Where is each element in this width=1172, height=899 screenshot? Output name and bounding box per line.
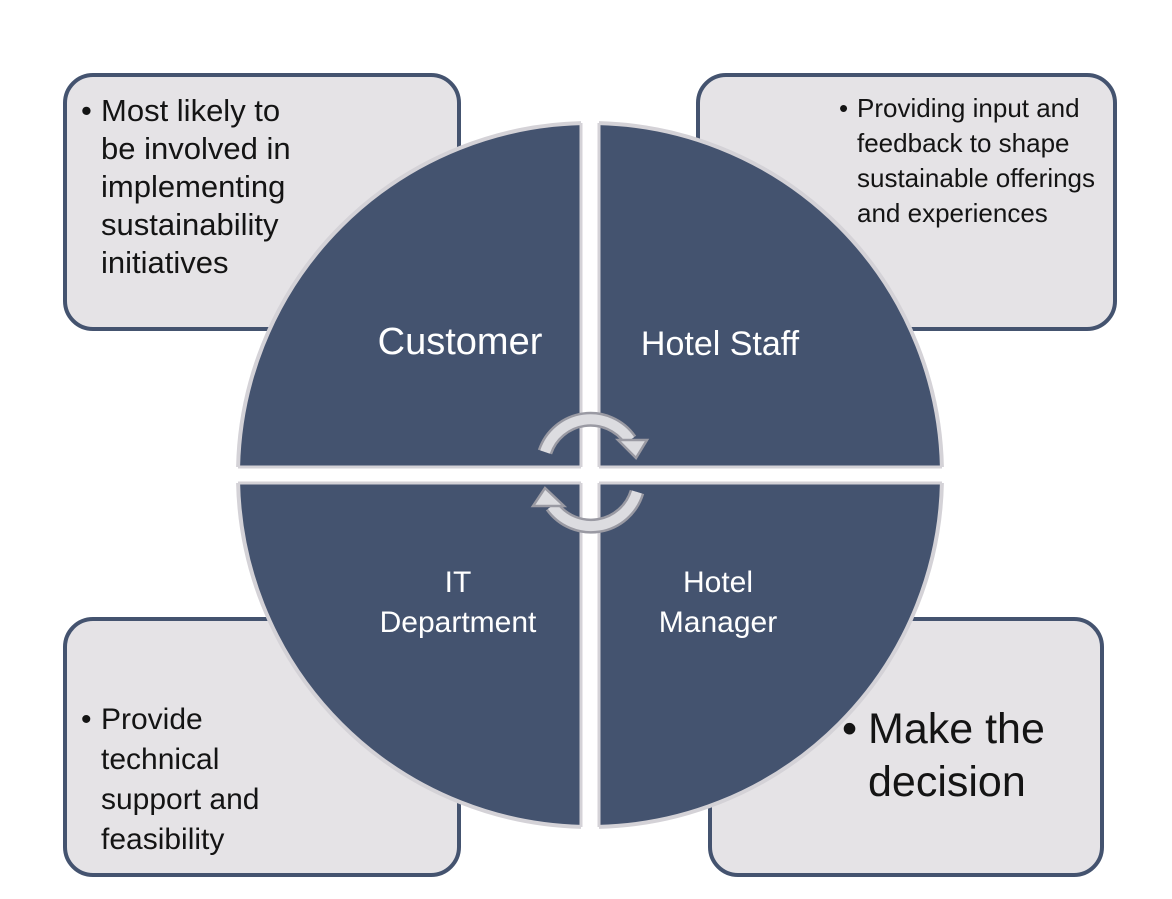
note-text: Make the decision: [868, 705, 1045, 806]
bullet: •: [81, 93, 92, 128]
quadrant-customer: [236, 121, 581, 467]
note-text: Most likely to be involved in implementi…: [101, 93, 291, 280]
quadrant-label-hotel-staff: Hotel Staff: [640, 325, 800, 363]
bullet: •: [81, 703, 92, 736]
note-text: Providing input and feedback to shape su…: [857, 93, 1096, 228]
quadrant-it-department: [236, 483, 581, 829]
note-it-department: • Provide technical support and feasibil…: [81, 700, 311, 860]
note-hotel-manager: • Make the decision: [842, 703, 1088, 809]
circular-arrows-icon: [530, 411, 650, 534]
note-customer: • Most likely to be involved in implemen…: [81, 92, 316, 282]
bullet: •: [839, 93, 849, 123]
quadrant-label-customer: Customer: [377, 321, 543, 363]
note-hotel-staff: • Providing input and feedback to shape …: [839, 91, 1097, 231]
quadrant-label-it-department: IT Department: [379, 566, 537, 639]
note-text: Provide technical support and feasibilit…: [101, 703, 260, 856]
quadrant-hotel-staff: [599, 121, 944, 467]
quadrant-label-hotel-manager: Hotel Manager: [658, 566, 778, 639]
quadrant-hotel-manager: [599, 483, 944, 829]
bullet: •: [842, 705, 858, 753]
